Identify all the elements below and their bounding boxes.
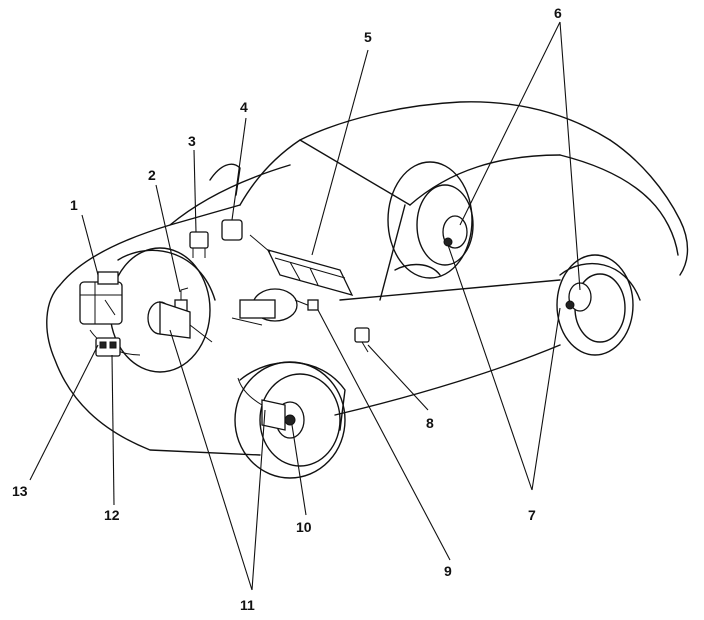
callout-3: 3 — [188, 133, 196, 149]
component-12-relay — [95, 337, 121, 357]
component-8-sensor — [354, 327, 370, 353]
car-body — [46, 101, 689, 456]
component-9-brake-booster — [231, 288, 319, 326]
callout-12: 12 — [104, 507, 120, 523]
leader-lines — [29, 21, 581, 591]
rear-left-wheel — [387, 161, 474, 279]
component-6-rear-sensor — [442, 215, 592, 312]
front-right-wheel — [234, 361, 346, 479]
callout-8: 8 — [426, 415, 434, 431]
callout-10: 10 — [296, 519, 312, 535]
component-4-relay — [221, 219, 243, 241]
callout-7: 7 — [528, 507, 536, 523]
component-1-hydraulic-unit — [79, 271, 123, 325]
component-5-control-module — [249, 234, 354, 297]
callout-6: 6 — [554, 5, 562, 21]
callout-4: 4 — [240, 99, 248, 115]
callout-labels: 1 2 3 4 5 6 7 8 9 10 11 12 13 — [12, 5, 562, 613]
front-right-hub — [237, 377, 305, 439]
component-3-relay — [189, 231, 209, 258]
front-left-hub — [147, 301, 213, 343]
callout-1: 1 — [70, 197, 78, 213]
callout-2: 2 — [148, 167, 156, 183]
callout-9: 9 — [444, 563, 452, 579]
callout-11: 11 — [240, 597, 255, 613]
callout-5: 5 — [364, 29, 372, 45]
callout-13: 13 — [12, 483, 28, 499]
